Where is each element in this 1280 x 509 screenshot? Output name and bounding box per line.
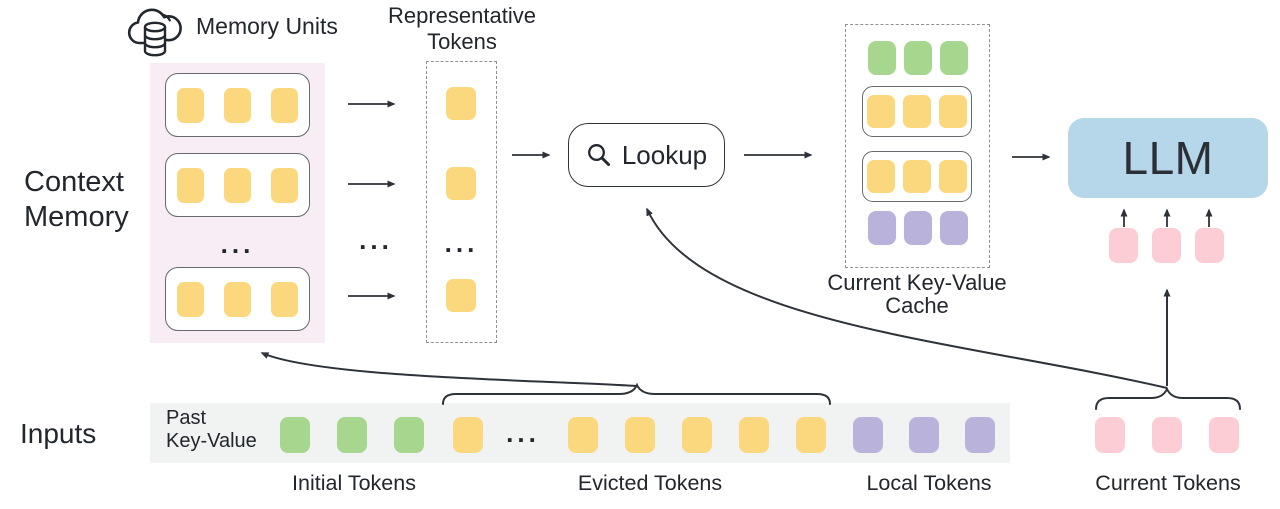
yellow-token — [177, 167, 204, 203]
pink-token — [1095, 417, 1125, 453]
yellow-token — [568, 417, 598, 453]
current-kv-cache-title: Current Key-Value Cache — [800, 271, 1034, 317]
representative-token — [446, 279, 476, 312]
cache-memory-unit — [862, 86, 972, 137]
memory-units-ellipsis: ... — [220, 229, 255, 259]
local-tokens-group — [853, 417, 995, 453]
cache-initial-row — [846, 41, 989, 75]
context-memory-panel: ... — [150, 63, 325, 343]
cache-title-line2: Cache — [885, 293, 949, 318]
green-token — [280, 417, 310, 453]
green-token — [903, 41, 932, 75]
lookup-box: Lookup — [568, 123, 725, 187]
representative-title-line2: Tokens — [427, 29, 497, 54]
memory-unit — [165, 153, 310, 217]
yellow-token — [867, 95, 895, 128]
initial-tokens-label: Initial Tokens — [292, 471, 416, 495]
llm-label: LLM — [1122, 132, 1214, 184]
purple-token — [867, 211, 896, 245]
cache-local-row — [846, 211, 989, 245]
past-kv-line2: Key-Value — [166, 430, 257, 452]
magnifier-icon — [587, 143, 610, 166]
yellow-token — [224, 281, 251, 317]
representative-token — [446, 87, 476, 120]
initial-tokens-group — [280, 417, 424, 453]
yellow-token — [939, 95, 967, 128]
evicted-tokens-label: Evicted Tokens — [577, 471, 723, 495]
memory-unit — [165, 267, 310, 331]
current-tokens-brace — [1095, 386, 1241, 410]
context-memory-line2: Memory — [24, 201, 129, 233]
purple-token — [939, 211, 968, 245]
yellow-token — [271, 167, 298, 203]
inputs-label: Inputs — [20, 418, 97, 449]
pink-token — [1209, 417, 1239, 453]
yellow-token — [796, 417, 826, 453]
yellow-token — [682, 417, 712, 453]
purple-token — [853, 417, 883, 453]
yellow-token — [453, 417, 483, 453]
pink-token — [1195, 228, 1224, 263]
yellow-token — [446, 167, 476, 200]
between-ellipsis: ... — [359, 225, 393, 255]
pink-token — [1152, 417, 1182, 453]
yellow-token — [739, 417, 769, 453]
yellow-token — [224, 87, 251, 123]
evicted-tokens-brace — [442, 382, 831, 405]
yellow-token — [903, 160, 931, 193]
purple-token — [965, 417, 995, 453]
green-token — [337, 417, 367, 453]
yellow-token — [271, 87, 298, 123]
evicted-tokens-group — [568, 417, 826, 453]
pink-token — [1152, 228, 1181, 263]
purple-token — [909, 417, 939, 453]
evicted-token-lead — [453, 417, 483, 453]
cache-memory-unit — [862, 151, 972, 202]
purple-token — [903, 211, 932, 245]
local-tokens-label: Local Tokens — [866, 471, 992, 495]
representative-tokens-box: ... — [426, 61, 497, 343]
cloud-database-icon — [127, 8, 182, 57]
memory-units-title: Memory Units — [196, 13, 338, 39]
yellow-token — [625, 417, 655, 453]
pink-token — [1109, 228, 1138, 263]
llm-input-tokens — [1109, 228, 1224, 263]
current-tokens-group — [1095, 417, 1239, 453]
yellow-token — [271, 281, 298, 317]
cache-title-line1: Current Key-Value — [827, 270, 1007, 295]
current-kv-cache-box — [845, 24, 990, 268]
past-kv-line1: Past — [166, 407, 207, 429]
representative-ellipsis: ... — [444, 228, 479, 258]
yellow-token — [177, 281, 204, 317]
yellow-token — [903, 95, 931, 128]
green-token — [867, 41, 896, 75]
context-memory-label: Context Memory — [24, 165, 129, 235]
yellow-token — [224, 167, 251, 203]
representative-title-line1: Representative — [388, 3, 536, 28]
yellow-token — [177, 87, 204, 123]
green-token — [939, 41, 968, 75]
memory-unit — [165, 73, 310, 137]
green-token — [394, 417, 424, 453]
representative-tokens-title: Representative Tokens — [372, 3, 552, 55]
context-memory-line1: Context — [24, 166, 124, 198]
lookup-label: Lookup — [621, 139, 708, 170]
yellow-token — [446, 87, 476, 120]
representative-token — [446, 167, 476, 200]
yellow-token — [446, 279, 476, 312]
llm-box: LLM — [1068, 118, 1268, 198]
current-tokens-label: Current Tokens — [1095, 471, 1241, 495]
past-kv-label: Past Key-Value — [166, 407, 257, 453]
yellow-token — [867, 160, 895, 193]
evicted-to-memory-curve — [260, 352, 638, 387]
yellow-token — [939, 160, 967, 193]
strip-ellipsis: ... — [506, 418, 540, 448]
